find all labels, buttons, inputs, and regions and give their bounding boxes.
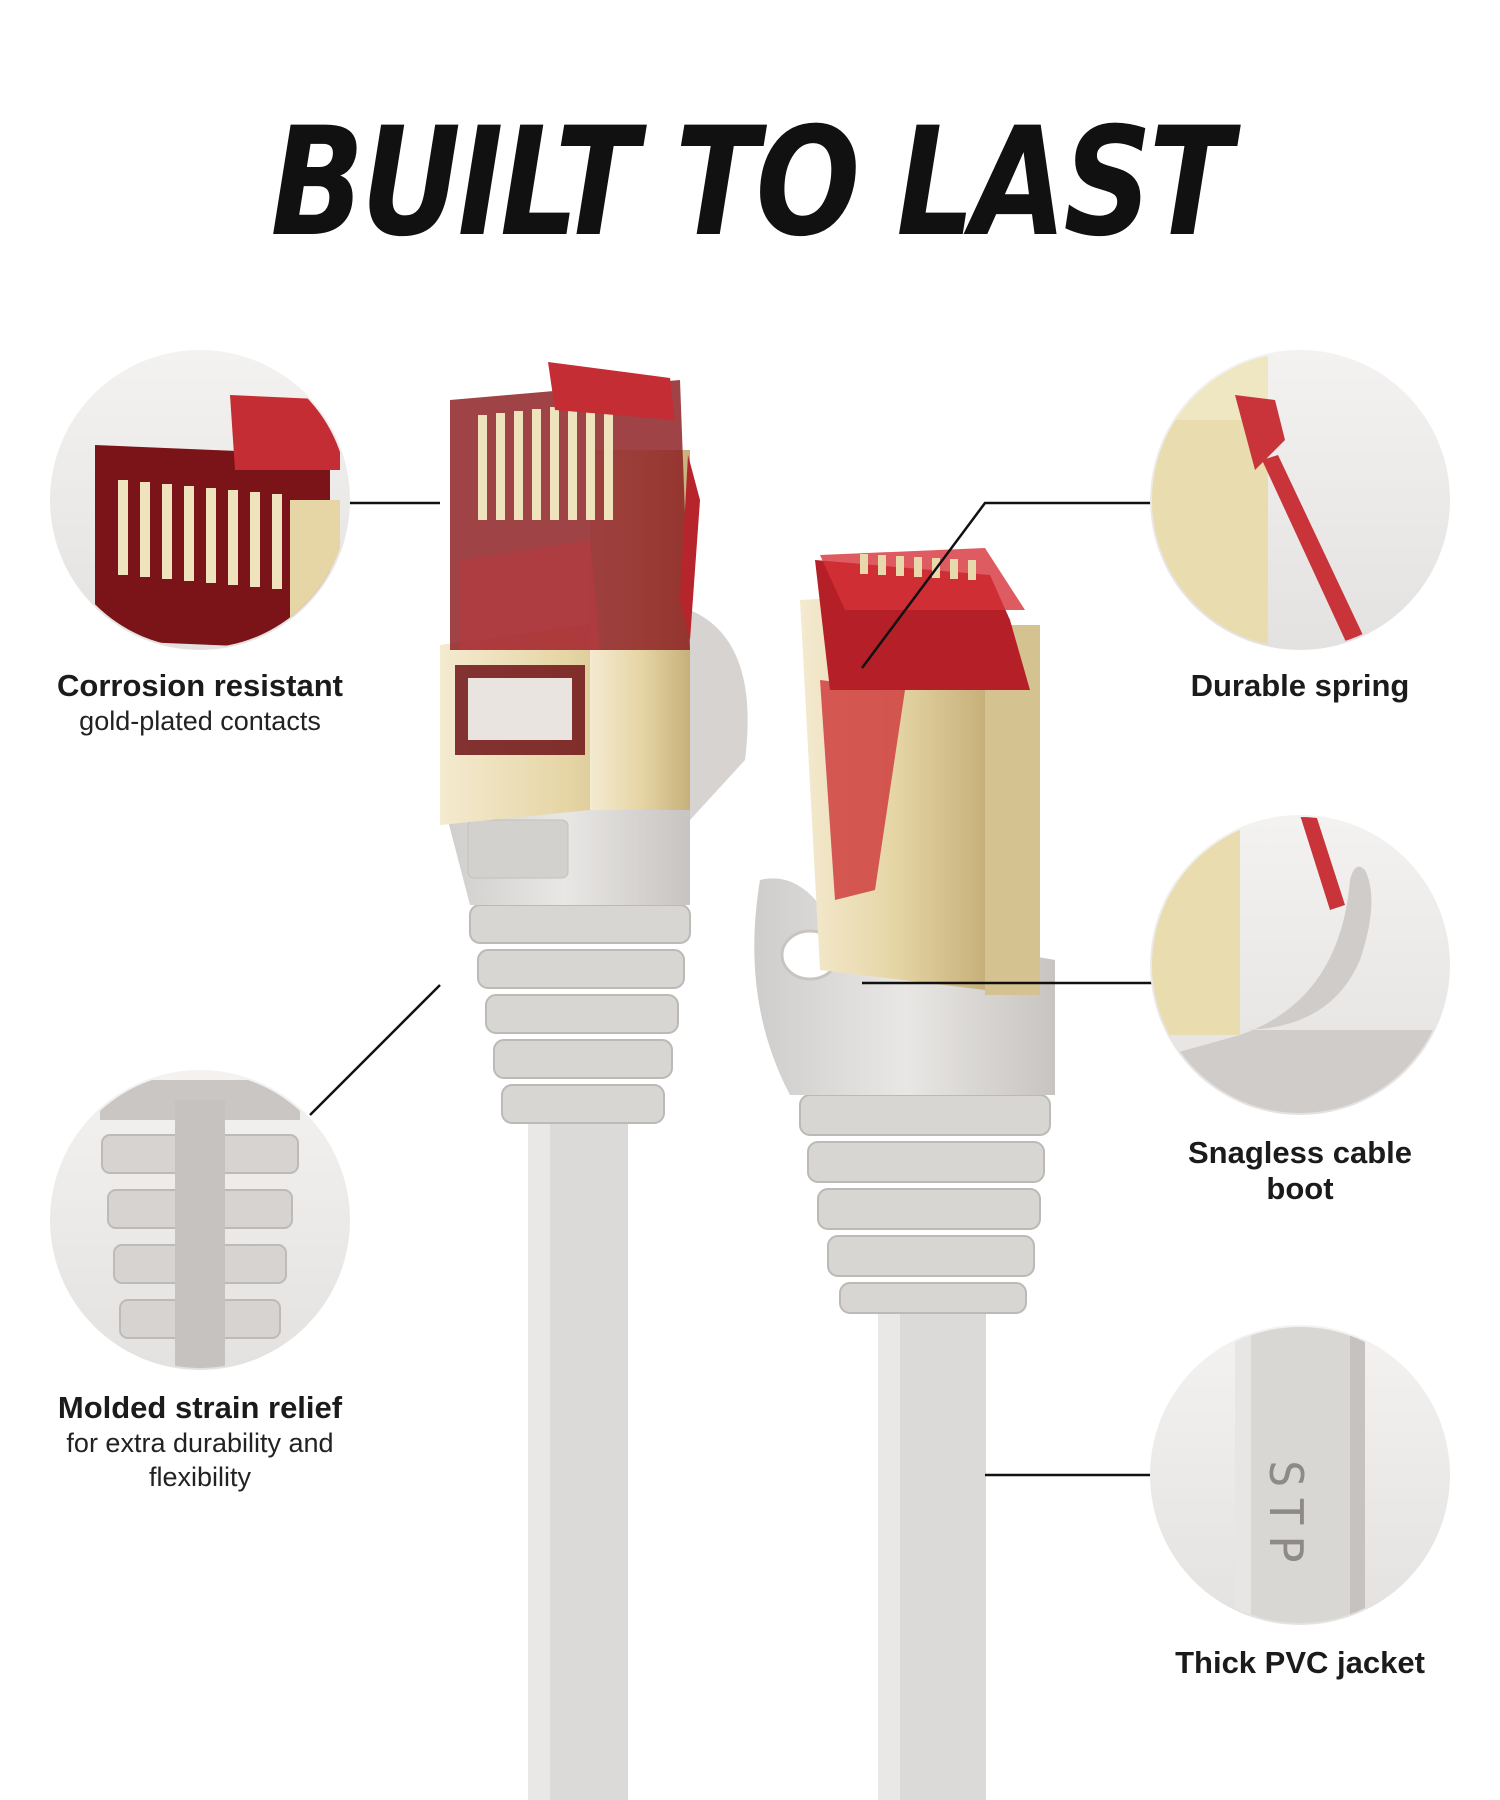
detail-circle-jacket: STP xyxy=(1150,1325,1450,1625)
feature-title: Durable spring xyxy=(1190,668,1410,703)
feature-title: Snagless cable boot xyxy=(1187,1135,1412,1206)
callout-lines xyxy=(309,501,1152,1477)
feature-subtitle: for extra durability and flexibility xyxy=(66,1428,334,1492)
headline: BUILT TO LAST xyxy=(270,96,1233,270)
right-connector xyxy=(754,548,1055,1800)
detail-circle-contacts xyxy=(50,350,350,650)
feature-subtitle: gold-plated contacts xyxy=(79,706,321,736)
feature-title: Corrosion resistant xyxy=(57,668,343,703)
feature-strain-relief: Molded strain relief for extra durabilit… xyxy=(25,1390,375,1494)
feature-title: Thick PVC jacket xyxy=(1175,1645,1425,1680)
feature-contacts: Corrosion resistant gold-plated contacts xyxy=(25,668,375,738)
feature-spring: Durable spring xyxy=(1130,668,1470,704)
feature-title: Molded strain relief xyxy=(57,1390,343,1425)
detail-circle-spring xyxy=(1150,350,1450,650)
detail-circle-boot xyxy=(1150,815,1450,1115)
left-connector xyxy=(440,362,748,1800)
feature-jacket: Thick PVC jacket xyxy=(1130,1645,1470,1681)
feature-boot: Snagless cable boot xyxy=(1165,1135,1435,1207)
cable-print-text: STP xyxy=(1259,1460,1313,1573)
detail-circle-strain-relief xyxy=(50,1070,350,1370)
